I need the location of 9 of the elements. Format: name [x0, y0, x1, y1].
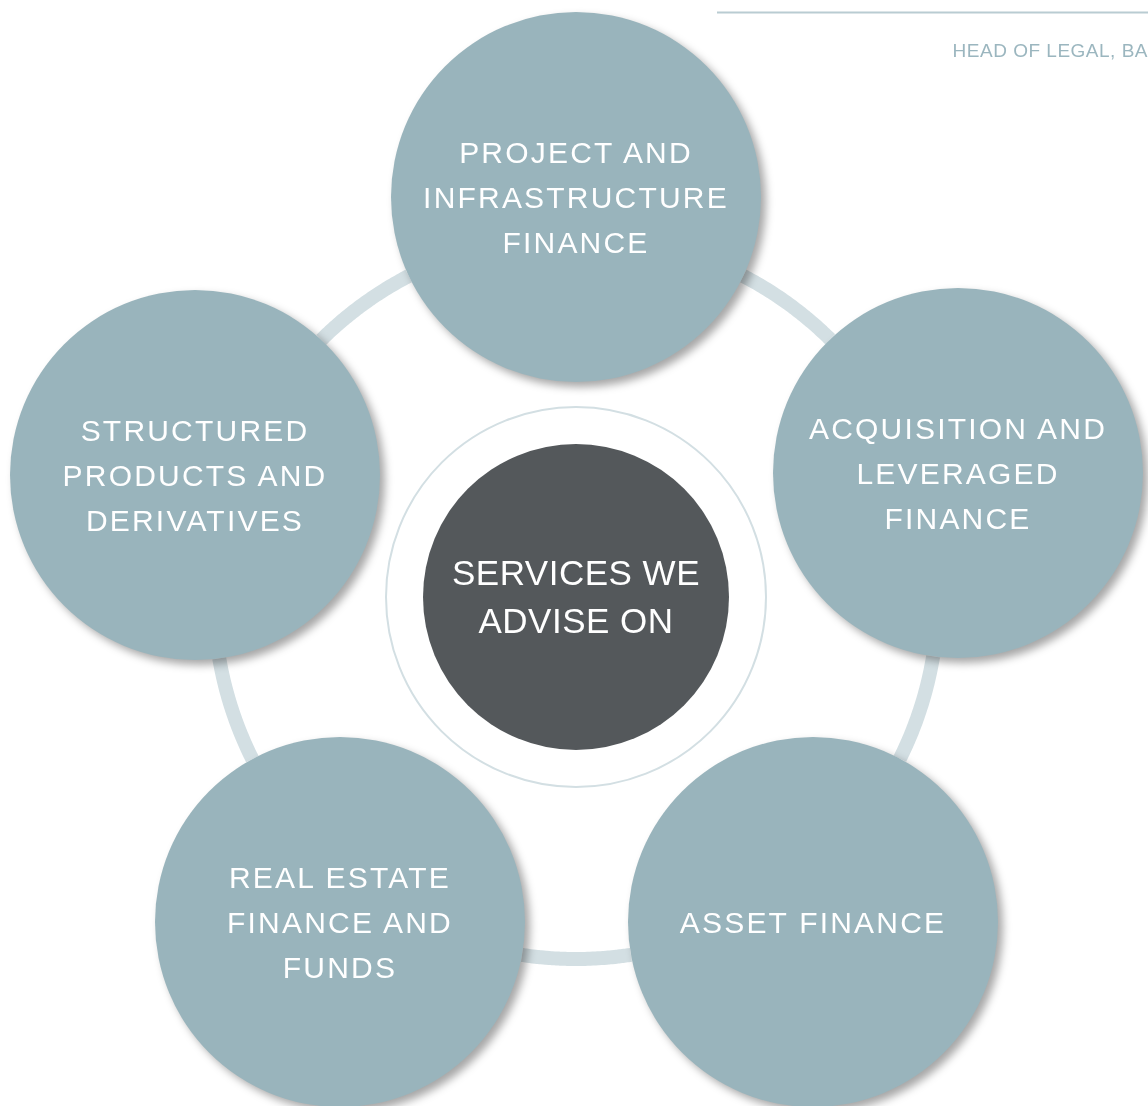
service-label: REAL ESTATE FINANCE AND FUNDS	[226, 859, 454, 986]
ring-connector	[738, 269, 836, 345]
service-label: STRUCTURED PRODUCTS AND DERIVATIVES	[61, 412, 329, 539]
ring-connector	[316, 269, 414, 345]
header-text: HEAD OF LEGAL, BA	[952, 40, 1148, 62]
center-label: SERVICES WE ADVISE ON	[451, 552, 701, 642]
service-label: PROJECT AND INFRASTRUCTURE FINANCE	[422, 134, 730, 261]
service-label: ASSET FINANCE	[678, 904, 948, 941]
service-label: ACQUISITION AND LEVERAGED FINANCE	[807, 410, 1108, 537]
